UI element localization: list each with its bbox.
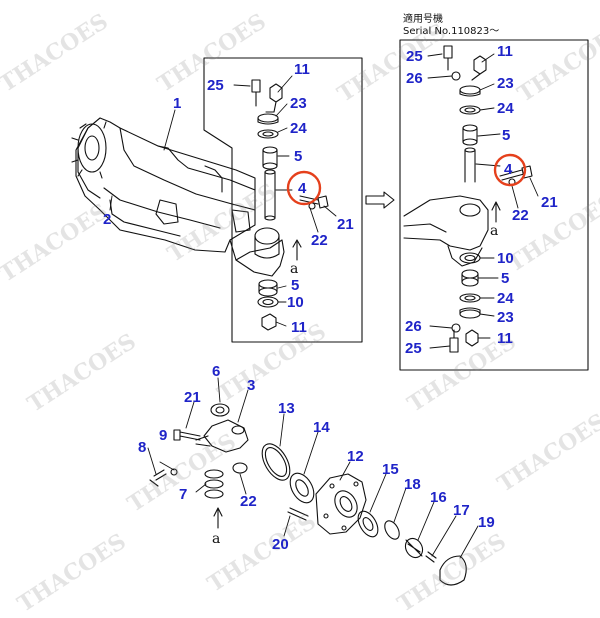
letter-mark-a-upper: a: [290, 261, 299, 277]
arrow-a-upper: [292, 239, 302, 261]
inset-frame: [399, 39, 589, 371]
highlight-circle-inset: [493, 153, 527, 187]
callout-label: 22: [311, 232, 328, 249]
callout-label: 6: [212, 363, 221, 380]
axle-housing: [71, 117, 285, 277]
serial-note: 適用号機 Serial No.110823～: [403, 14, 499, 37]
serial-note-line1: 適用号機: [403, 14, 443, 25]
callout-label: 21: [541, 194, 558, 211]
callout-label: 21: [337, 216, 354, 233]
leader-lines-lower: [147, 377, 479, 559]
callout-label: 8: [138, 439, 147, 456]
callout-label: 3: [247, 377, 256, 394]
inset-arrow: [365, 191, 395, 209]
callout-label: 10: [287, 294, 304, 311]
callout-label: 5: [294, 148, 303, 165]
callout-label: 12: [347, 448, 364, 465]
callout-label: 1: [173, 95, 182, 112]
callout-label: 2: [103, 211, 112, 228]
callout-label: 23: [497, 75, 514, 92]
callout-label: 25: [405, 340, 422, 357]
letter-mark-a-inset: a: [490, 223, 499, 239]
callout-label: 24: [497, 290, 514, 307]
callout-label: 26: [406, 70, 423, 87]
callout-label: 26: [405, 318, 422, 335]
callout-label: 17: [453, 502, 470, 519]
callout-label: 15: [382, 461, 399, 478]
callout-label: 9: [159, 427, 168, 444]
callout-label: 25: [406, 48, 423, 65]
callout-label: 11: [291, 319, 307, 336]
callout-label: 24: [497, 100, 514, 117]
callout-label: 5: [291, 277, 300, 294]
callout-label: 11: [497, 43, 513, 60]
callout-label: 10: [497, 250, 514, 267]
leader-lines-main: [109, 75, 337, 327]
callout-label: 19: [478, 514, 495, 531]
inset-parts: [403, 45, 533, 353]
callout-label: 14: [313, 419, 330, 436]
highlight-circle-main: [286, 170, 322, 206]
callout-label: 16: [430, 489, 447, 506]
serial-note-line2: Serial No.110823～: [403, 25, 500, 37]
callout-label: 4: [298, 180, 307, 197]
letter-mark-a-lower: a: [212, 531, 221, 547]
callout-label: 18: [404, 476, 421, 493]
callout-label: 23: [290, 95, 307, 112]
callout-label: 5: [501, 270, 510, 287]
lower-parts-assembly: [149, 403, 467, 586]
callout-label: 20: [272, 536, 289, 553]
callout-label: 13: [278, 400, 295, 417]
parts-diagram: [71, 39, 589, 586]
callout-label: 24: [290, 120, 307, 137]
callout-label: 21: [184, 389, 201, 406]
callout-label: 5: [502, 127, 511, 144]
main-detail-frame: [203, 57, 363, 343]
callout-label: 23: [497, 309, 514, 326]
callout-label: 22: [240, 493, 257, 510]
callout-label: 11: [497, 330, 513, 347]
callout-label: 11: [294, 61, 310, 78]
leader-lines-inset: [427, 53, 539, 349]
callout-label: 25: [207, 77, 224, 94]
callout-label: 22: [512, 207, 529, 224]
callout-label: 7: [179, 486, 188, 503]
main-parts-stack: [251, 79, 329, 331]
callout-label: 4: [504, 161, 513, 178]
